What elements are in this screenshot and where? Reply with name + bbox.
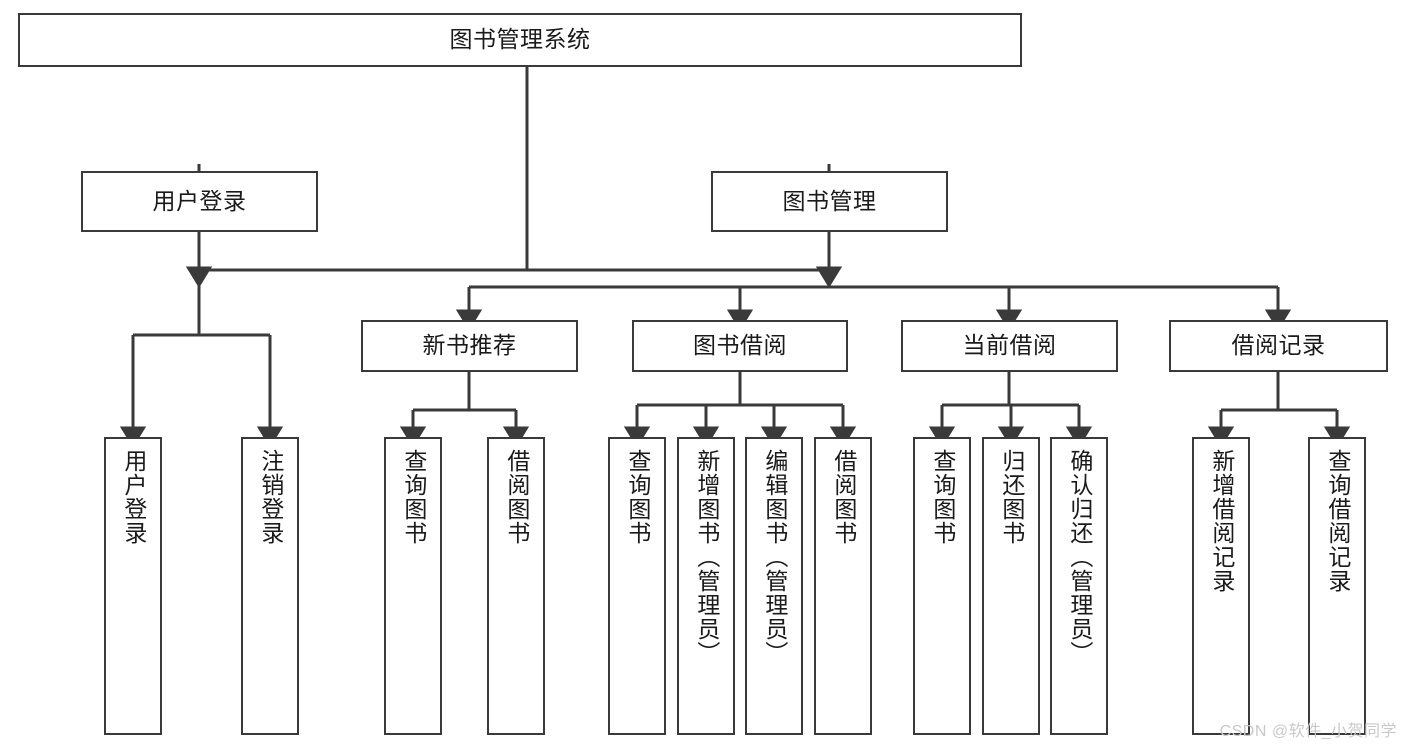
node-leaf-query-book-cur-label: 查询图书: [929, 449, 956, 545]
node-leaf-borrow-book-rec[interactable]: 借阅图书: [487, 437, 545, 735]
node-book-manage-label: 图书管理: [782, 187, 877, 214]
node-leaf-user-login[interactable]: 用户登录: [104, 437, 162, 735]
node-leaf-return-book-label: 归还图书: [998, 449, 1025, 545]
node-book-borrow[interactable]: 图书借阅: [632, 320, 848, 372]
node-leaf-confirm-return-label: 确认归还（管理员）: [1066, 449, 1093, 665]
node-current-borrow-label: 当前借阅: [962, 332, 1057, 359]
node-root-label: 图书管理系统: [449, 26, 591, 53]
node-leaf-query-book-borrow-label: 查询图书: [624, 449, 651, 545]
node-leaf-add-record-label: 新增借阅记录: [1208, 449, 1235, 593]
node-current-borrow[interactable]: 当前借阅: [901, 320, 1118, 372]
node-leaf-add-book-label: 新增图书（管理员）: [693, 449, 720, 665]
node-book-manage[interactable]: 图书管理: [711, 171, 948, 232]
node-borrow-record-label: 借阅记录: [1231, 332, 1326, 359]
node-leaf-logout-label: 注销登录: [257, 449, 284, 545]
watermark: CSDN @软件_小贺同学: [1219, 723, 1397, 740]
node-new-book-recommend[interactable]: 新书推荐: [361, 320, 578, 372]
node-leaf-edit-book[interactable]: 编辑图书（管理员）: [745, 437, 803, 735]
node-user-login-label: 用户登录: [152, 187, 247, 214]
node-leaf-query-book-rec-label: 查询图书: [400, 449, 427, 545]
node-leaf-add-record[interactable]: 新增借阅记录: [1192, 437, 1250, 735]
node-leaf-borrow-book[interactable]: 借阅图书: [814, 437, 872, 735]
node-borrow-record[interactable]: 借阅记录: [1169, 320, 1388, 372]
node-leaf-confirm-return[interactable]: 确认归还（管理员）: [1050, 437, 1108, 735]
node-user-login[interactable]: 用户登录: [81, 171, 318, 232]
node-leaf-query-book-cur[interactable]: 查询图书: [913, 437, 971, 735]
node-leaf-return-book[interactable]: 归还图书: [982, 437, 1040, 735]
node-leaf-query-record[interactable]: 查询借阅记录: [1308, 437, 1366, 735]
node-leaf-query-book-rec[interactable]: 查询图书: [384, 437, 442, 735]
node-leaf-query-record-label: 查询借阅记录: [1324, 449, 1351, 593]
node-book-borrow-label: 图书借阅: [693, 332, 787, 359]
node-root[interactable]: 图书管理系统: [18, 13, 1022, 67]
node-leaf-edit-book-label: 编辑图书（管理员）: [761, 449, 788, 665]
node-leaf-user-login-label: 用户登录: [120, 449, 147, 545]
node-leaf-borrow-book-rec-label: 借阅图书: [503, 449, 530, 545]
node-leaf-query-book-borrow[interactable]: 查询图书: [608, 437, 666, 735]
node-leaf-add-book[interactable]: 新增图书（管理员）: [677, 437, 735, 735]
node-leaf-borrow-book-label: 借阅图书: [830, 449, 857, 545]
node-new-book-recommend-label: 新书推荐: [422, 332, 517, 359]
node-leaf-logout[interactable]: 注销登录: [241, 437, 299, 735]
